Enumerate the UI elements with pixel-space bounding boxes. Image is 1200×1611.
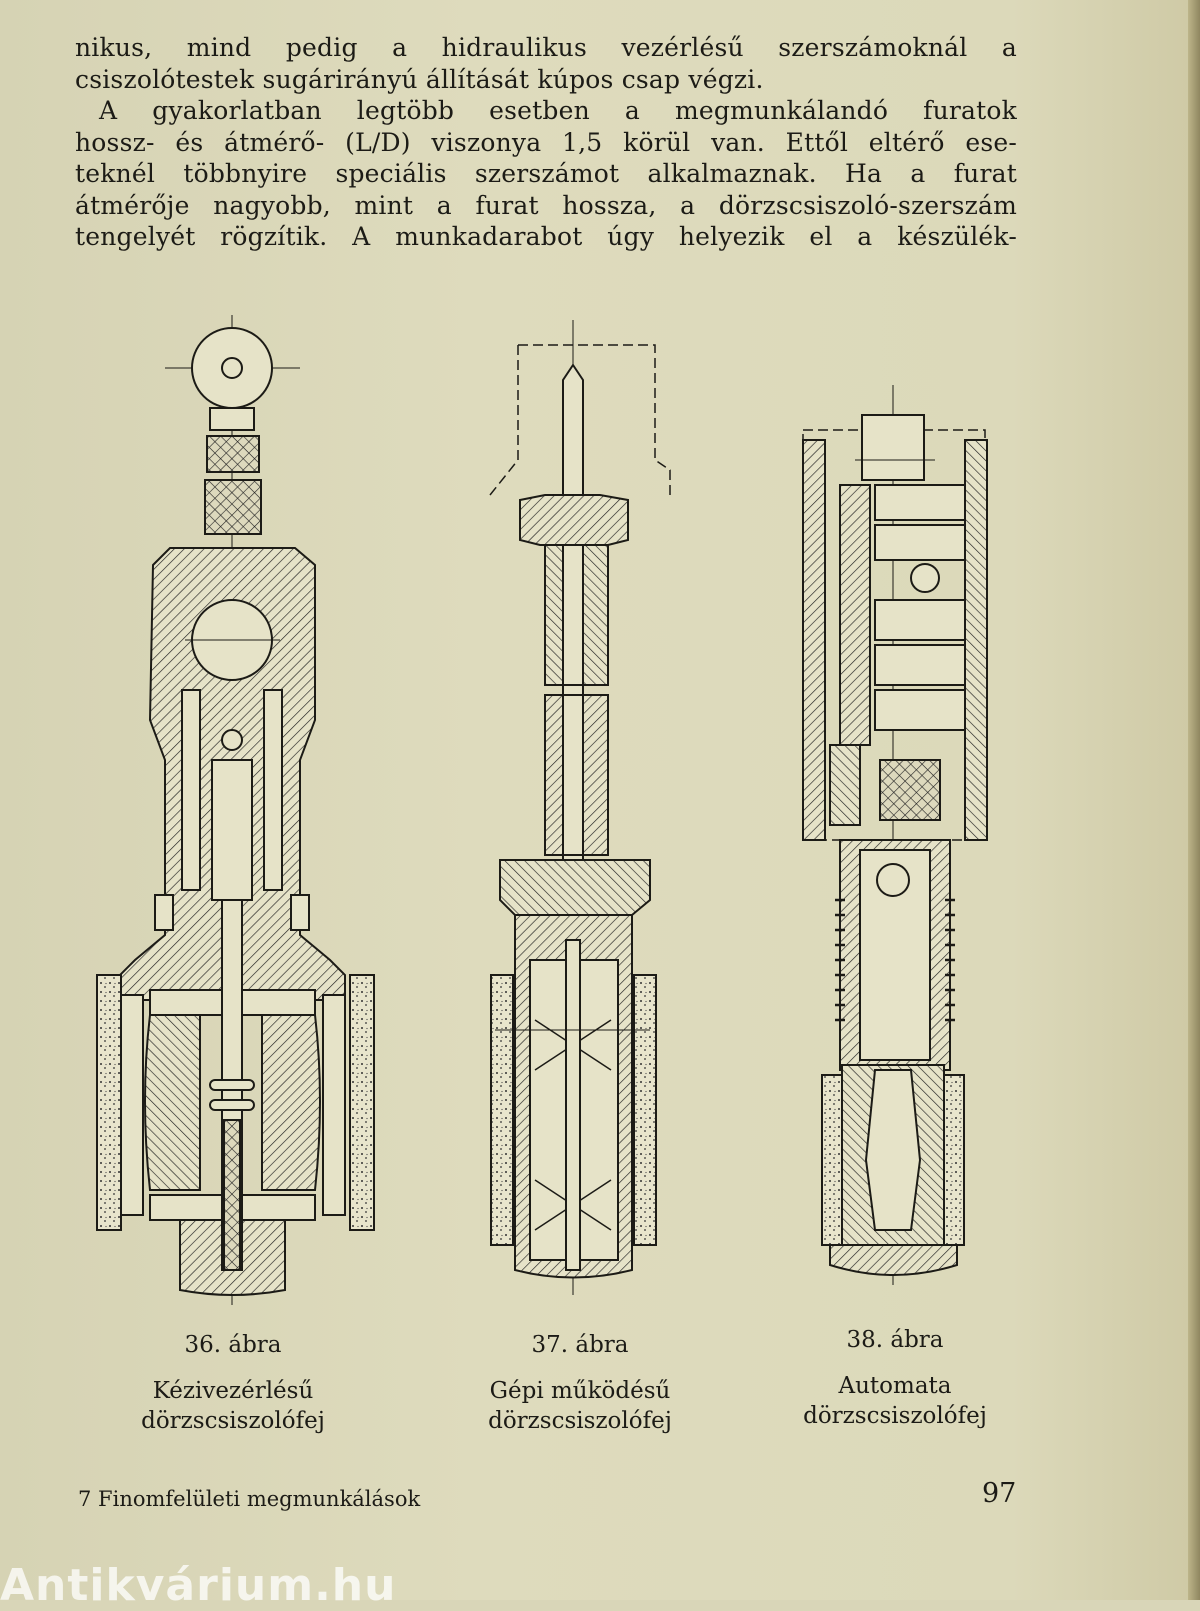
- caption-line: Kézivezérlésű: [152, 1378, 314, 1404]
- caption-line: dörzscsiszolófej: [141, 1408, 325, 1434]
- chapter-footer: 7 Finomfelületi megmunkálások: [78, 1487, 421, 1511]
- text-line: csiszolótestek sugárirányú állítását kúp…: [75, 64, 764, 94]
- watermark: Antikvárium.hu: [0, 1560, 397, 1611]
- caption-line: dörzscsiszolófej: [488, 1408, 672, 1434]
- page-edge: [1188, 0, 1200, 1600]
- figure-38-caption: 38. ábra Automata dörzscsiszolófej: [745, 1325, 1045, 1431]
- figure-number: 36. ábra: [184, 1332, 282, 1358]
- technical-drawings: [96, 315, 988, 1305]
- caption-line: Gépi működésű: [489, 1378, 671, 1404]
- body-paragraph: nikus, mind pedig a hidraulikus vezérlés…: [75, 32, 1017, 253]
- figure-36-drawing: [96, 315, 375, 1305]
- caption-line: Automata: [838, 1373, 952, 1399]
- text-line: átmérője nagyobb, mint a furat hossza, a…: [75, 190, 1017, 220]
- text-line: tengelyét rögzítik. A munkadarabot úgy h…: [75, 222, 1017, 251]
- text-line: nikus, mind pedig a hidraulikus vezérlés…: [75, 33, 1017, 62]
- text-line: A gyakorlatban legtöbb esetben a megmunk…: [99, 96, 1017, 125]
- figure-number: 38. ábra: [846, 1327, 944, 1353]
- text-line: hossz- és átmérő- (L/D) viszonya 1,5 kör…: [75, 127, 1017, 157]
- caption-line: dörzscsiszolófej: [803, 1403, 987, 1429]
- figure-36-caption: 36. ábra Kézivezérlésű dörzscsiszolófej: [83, 1330, 383, 1436]
- figure-37-caption: 37. ábra Gépi működésű dörzscsiszolófej: [430, 1330, 730, 1436]
- figure-37-drawing: [489, 320, 671, 1295]
- figure-38-drawing: [802, 385, 988, 1285]
- page-number: 97: [982, 1478, 1017, 1509]
- figure-number: 37. ábra: [531, 1332, 629, 1358]
- text-line: teknél többnyire speciális szerszámot al…: [75, 159, 1017, 188]
